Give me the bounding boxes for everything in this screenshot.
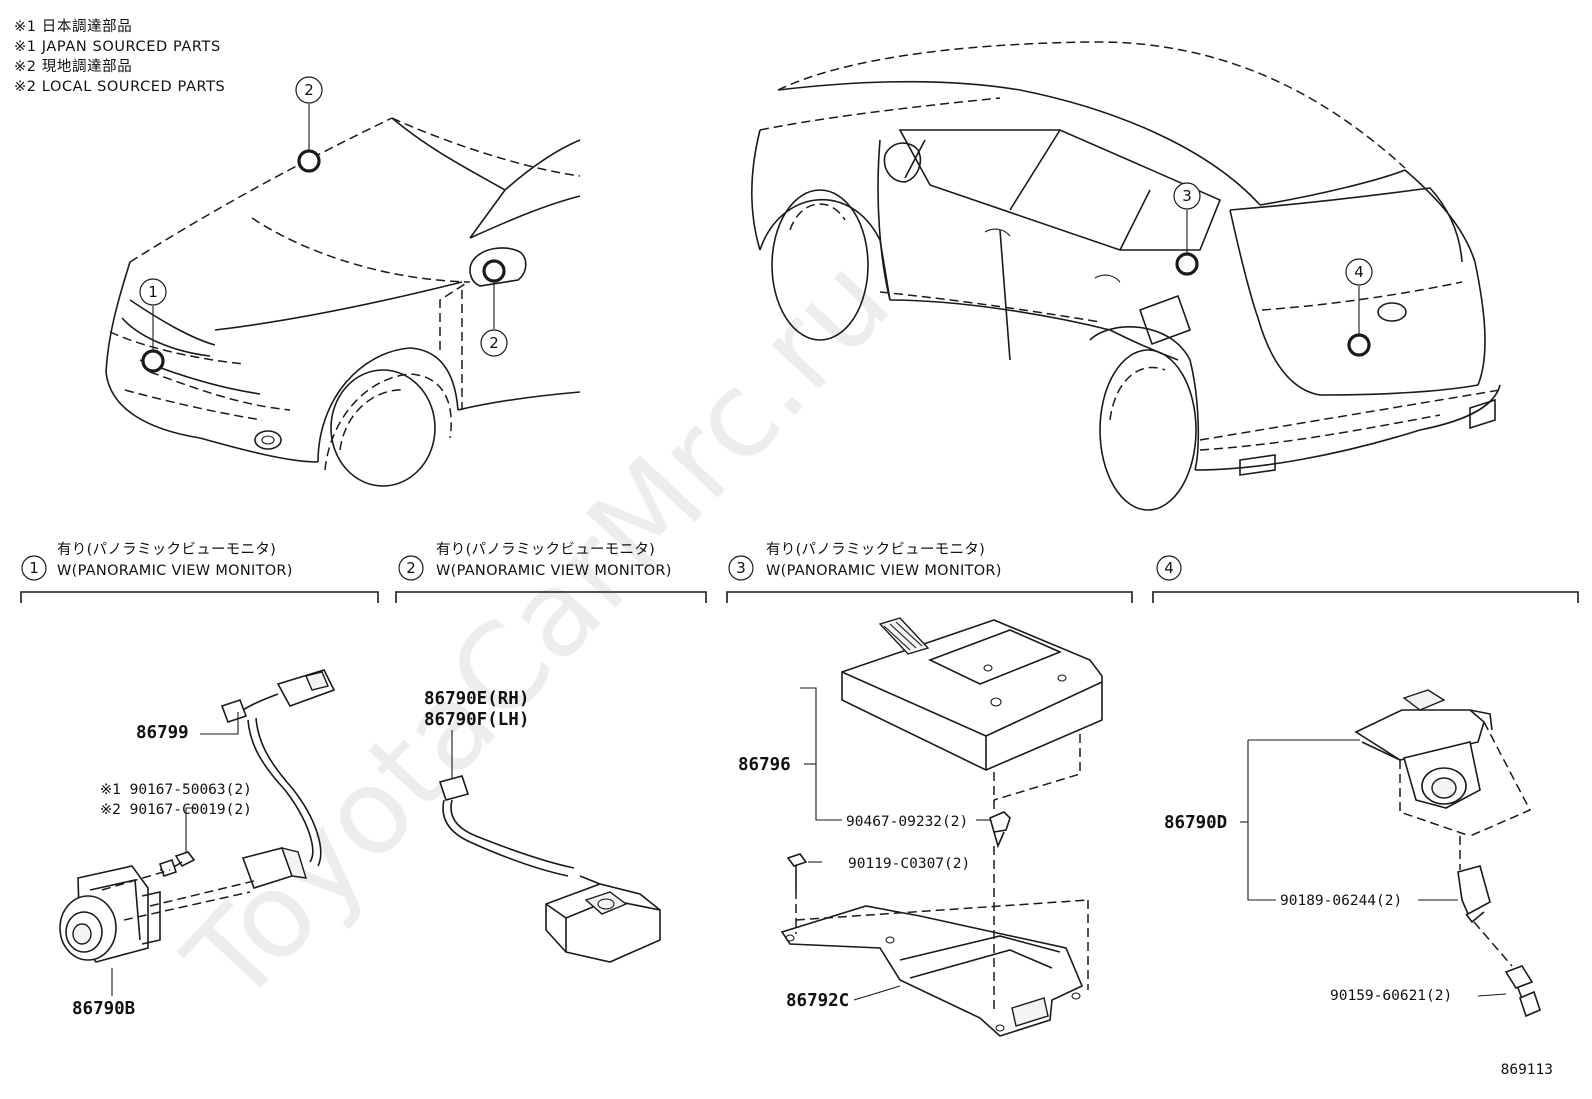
note-local-en: ※2 LOCAL SOURCED PARTS [14,79,225,95]
callout-1-circle [139,278,167,306]
vehicle-front-view [105,117,581,487]
part-86799: 86799 [136,723,189,743]
callout-2-top-label: 2 [304,81,314,99]
section-3-parts: 86796 90467-09232(2) 90119-C0307(2) 8679… [738,617,1103,1037]
note-japan-en: ※1 JAPAN SOURCED PARTS [14,39,221,55]
section-1-parts: 86799 ※1 90167-50063(2) ※2 90167-C0019(2… [59,669,336,1019]
source-notes: ※1 日本調達部品 ※1 JAPAN SOURCED PARTS ※2 現地調達… [14,18,225,95]
vehicle-callouts: 1 2 2 3 4 [139,76,1373,373]
section-3-header: 3 有り(パノラミックビューモニタ) W(PANORAMIC VIEW MONI… [726,541,1133,603]
section-2-parts: 86790E(RH) 86790F(LH) [424,689,661,963]
part-86790E: 86790E(RH) [424,689,529,709]
part-90159-60621: 90159-60621(2) [1330,988,1452,1004]
part-90467-09232: 90467-09232(2) [846,814,968,830]
note-local-ja: ※2 現地調達部品 [14,58,132,75]
part-86790B: 86790B [72,999,135,1019]
section-4-number: 4 [1164,559,1174,577]
callout-3-label: 3 [1182,187,1192,205]
note-japan-ja: ※1 日本調達部品 [14,18,132,35]
part-90119-C0307: 90119-C0307(2) [848,856,970,872]
section-4-parts: 86790D 90189-06244(2) 90159-60621(2) [1164,689,1541,1018]
part-86790F: 86790F(LH) [424,710,529,730]
part-90167-C0019: ※2 90167-C0019(2) [100,802,252,818]
section-3-title-en: W(PANORAMIC VIEW MONITOR) [766,563,1002,579]
section-3-title-ja: 有り(パノラミックビューモニタ) [766,541,985,558]
section-2-title-ja: 有り(パノラミックビューモニタ) [436,541,655,558]
figure-id: 869113 [1501,1062,1553,1078]
watermark: ToyotaCarMrc.ru [159,232,916,1030]
part-90167-50063: ※1 90167-50063(2) [100,782,252,798]
callout-1-label: 1 [148,283,158,301]
part-86792C: 86792C [786,991,849,1011]
vehicle-rear-view [750,41,1501,511]
section-2-title-en: W(PANORAMIC VIEW MONITOR) [436,563,672,579]
section-4-header: 4 [1152,555,1579,603]
section-3-number: 3 [736,559,746,577]
section-1-title-ja: 有り(パノラミックビューモニタ) [57,541,276,558]
callout-2-mirror-label: 2 [489,334,499,352]
section-1-title-en: W(PANORAMIC VIEW MONITOR) [57,563,293,579]
part-90189-06244: 90189-06244(2) [1280,893,1402,909]
section-2-number: 2 [406,559,416,577]
section-1-number: 1 [29,559,39,577]
callout-4-label: 4 [1354,263,1364,281]
section-2-header: 2 有り(パノラミックビューモニタ) W(PANORAMIC VIEW MONI… [395,541,707,603]
part-86790D: 86790D [1164,813,1227,833]
section-1-header: 1 有り(パノラミックビューモニタ) W(PANORAMIC VIEW MONI… [20,541,379,603]
part-86796: 86796 [738,755,791,775]
